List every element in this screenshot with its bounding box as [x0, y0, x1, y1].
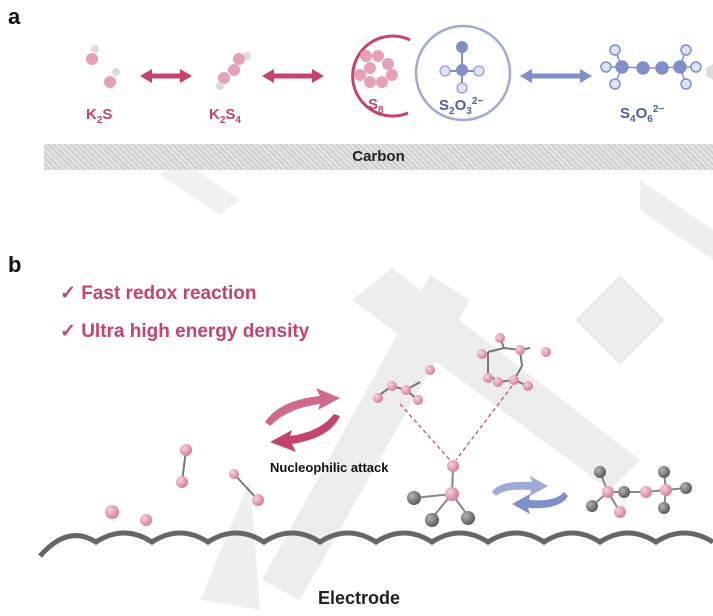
carbon-label: Carbon [352, 148, 405, 165]
panel-a-letter: a [8, 4, 21, 29]
tetrathionate-molecule [586, 466, 692, 518]
s4-chain-molecule [373, 365, 435, 405]
arrow-k2s-k2s4 [140, 69, 192, 83]
s2o3-cycle [414, 24, 512, 122]
dissolved-sulfur-species [105, 444, 264, 526]
check-icon: ✓ [60, 321, 76, 342]
rotation-arrow-pink [265, 388, 340, 452]
label-k2s4: K2S4 [209, 106, 241, 126]
electrode-surface [38, 530, 713, 558]
rotation-arrow-blue [492, 476, 568, 514]
panel-b-illustration [38, 333, 713, 558]
panel-b-letter: b [8, 252, 22, 277]
k2s-molecule [86, 45, 120, 88]
s8-cycle [351, 34, 411, 118]
k2s4-molecule [216, 52, 251, 90]
arrow-k2s4-s8 [262, 69, 324, 83]
check-icon: ✓ [60, 283, 76, 304]
dashed-line-left [399, 403, 451, 461]
thiosulfate-molecule [407, 460, 475, 527]
s4o6-molecule [600, 44, 702, 90]
feature-fast-redox: ✓ Fast redox reaction [60, 283, 257, 304]
label-s2o3: S2O32− [439, 96, 484, 117]
nucleophilic-attack-label: Nucleophilic attack [270, 460, 389, 475]
feature-energy-density: ✓ Ultra high energy density [60, 321, 310, 342]
panel-a-molecules [86, 24, 713, 122]
s8-ring-molecule [477, 333, 551, 391]
label-s4o6: S4O62− [620, 104, 665, 125]
carbon-substrate: Carbon [44, 144, 713, 170]
dashed-line-right [455, 385, 513, 461]
electrode-label: Electrode [318, 588, 401, 608]
arrow-s2o3-s4o6 [520, 69, 592, 83]
label-s8: S8 [368, 96, 384, 116]
label-k2s: K2S [86, 106, 113, 126]
